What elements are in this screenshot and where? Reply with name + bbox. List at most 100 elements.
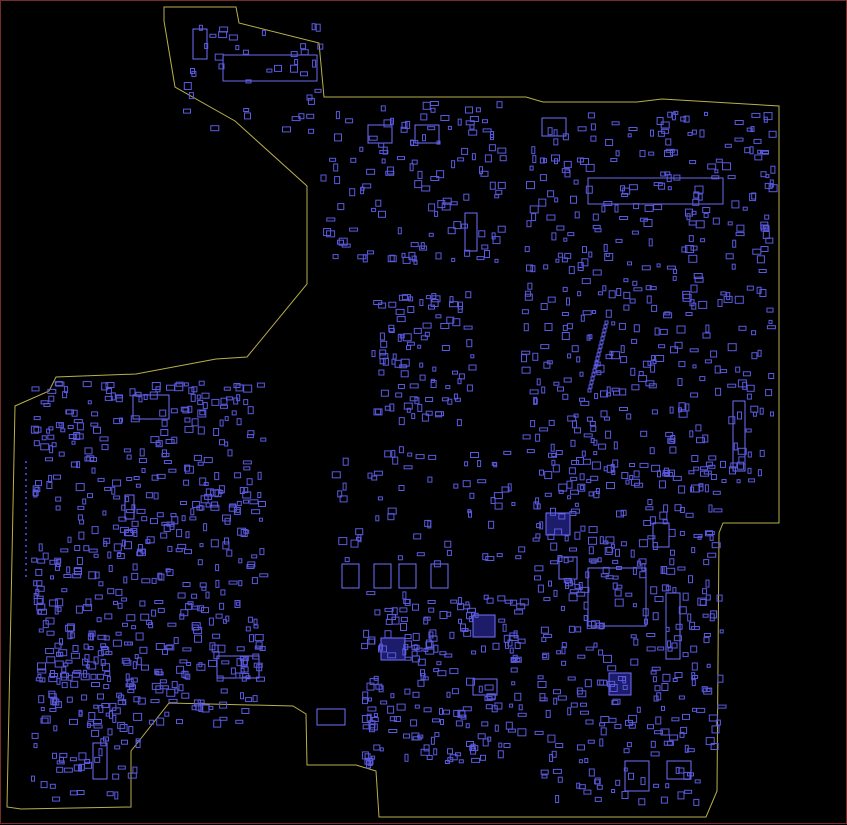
component-pad xyxy=(543,158,547,164)
component-pad xyxy=(380,340,388,348)
component-pad xyxy=(430,736,435,745)
test-point xyxy=(25,545,27,547)
component-pad xyxy=(753,138,762,144)
component-pad xyxy=(362,691,369,700)
component-pad xyxy=(36,580,43,587)
test-point xyxy=(25,485,27,487)
component-pad xyxy=(611,121,620,126)
component-pad xyxy=(700,238,706,243)
component-pad xyxy=(555,258,560,263)
component-pad xyxy=(717,704,727,709)
component-pad xyxy=(549,754,554,762)
component-pad xyxy=(716,594,723,602)
component-pad xyxy=(578,582,583,590)
component-pad xyxy=(159,679,167,684)
component-pad xyxy=(94,756,101,763)
component-pad xyxy=(63,767,73,773)
component-pad xyxy=(613,441,618,450)
component-pad xyxy=(60,672,69,678)
component-pad xyxy=(81,694,88,701)
component-pad xyxy=(546,214,556,221)
component-pad xyxy=(133,530,138,537)
component-pad xyxy=(429,101,439,106)
component-pad xyxy=(636,560,641,567)
component-pad xyxy=(576,591,586,597)
component-pad xyxy=(236,500,242,506)
component-pad xyxy=(437,200,446,209)
component-pad xyxy=(678,410,688,418)
component-pad xyxy=(387,513,395,521)
component-pad xyxy=(567,556,574,562)
component-pad xyxy=(630,478,640,486)
component-pad xyxy=(238,558,243,564)
component-pad xyxy=(136,657,142,666)
component-pad xyxy=(439,651,447,656)
component-pad xyxy=(666,740,674,746)
component-pad xyxy=(384,450,392,458)
component-pad xyxy=(603,540,609,545)
component-pad xyxy=(588,491,594,497)
component-pad xyxy=(166,384,175,391)
component-pad xyxy=(103,537,111,544)
component-pad xyxy=(373,470,383,476)
component-pad xyxy=(603,201,613,206)
component-pad xyxy=(616,288,622,296)
component-pad xyxy=(163,460,172,464)
component-pad xyxy=(175,381,184,387)
component-pad xyxy=(342,482,347,491)
component-pad xyxy=(65,624,75,632)
component-pad xyxy=(378,142,385,148)
component-pad xyxy=(121,539,126,547)
component-pad xyxy=(387,705,395,714)
component-pad xyxy=(201,392,210,399)
component-pad xyxy=(687,613,692,622)
component-pad xyxy=(373,675,379,681)
component-pad xyxy=(101,646,109,650)
component-pad xyxy=(646,295,652,304)
component-pad xyxy=(609,684,618,692)
component-pad xyxy=(371,755,376,760)
component-pad xyxy=(738,325,747,331)
component-pad xyxy=(243,499,249,504)
component-pad xyxy=(577,690,587,698)
component-pad xyxy=(427,520,432,529)
component-pad xyxy=(583,601,589,610)
component-pad xyxy=(561,312,569,316)
component-pad xyxy=(465,106,473,114)
component-pad xyxy=(422,134,426,142)
component-pad xyxy=(180,406,189,412)
component-pad xyxy=(366,168,376,175)
component-pad xyxy=(188,92,194,100)
component-pad xyxy=(603,466,608,472)
component-pad xyxy=(672,587,677,594)
component-pad xyxy=(561,332,570,340)
component-pad xyxy=(612,698,621,705)
test-point xyxy=(590,376,595,381)
component-pad xyxy=(595,488,600,494)
component-pad xyxy=(633,470,640,478)
component-pad xyxy=(509,647,514,654)
component-pad xyxy=(566,323,573,330)
component-pad xyxy=(514,609,524,615)
component-pad xyxy=(410,719,418,727)
component-pad xyxy=(384,630,392,639)
component-pad xyxy=(654,685,661,692)
component-pad xyxy=(639,462,649,468)
component-pad xyxy=(638,539,648,548)
component-pad xyxy=(458,759,464,764)
component-pad xyxy=(121,504,126,511)
component-pad xyxy=(590,475,599,481)
component-pad xyxy=(632,280,638,286)
component-pad xyxy=(126,614,136,622)
test-point xyxy=(25,491,27,493)
component-pad xyxy=(661,128,670,134)
component-pad xyxy=(734,137,744,142)
component-pad xyxy=(388,324,395,332)
component-pad xyxy=(622,187,631,195)
component-pad xyxy=(73,568,82,572)
component-pad xyxy=(443,709,450,715)
component-pad xyxy=(646,646,656,652)
component-pad xyxy=(141,516,148,522)
